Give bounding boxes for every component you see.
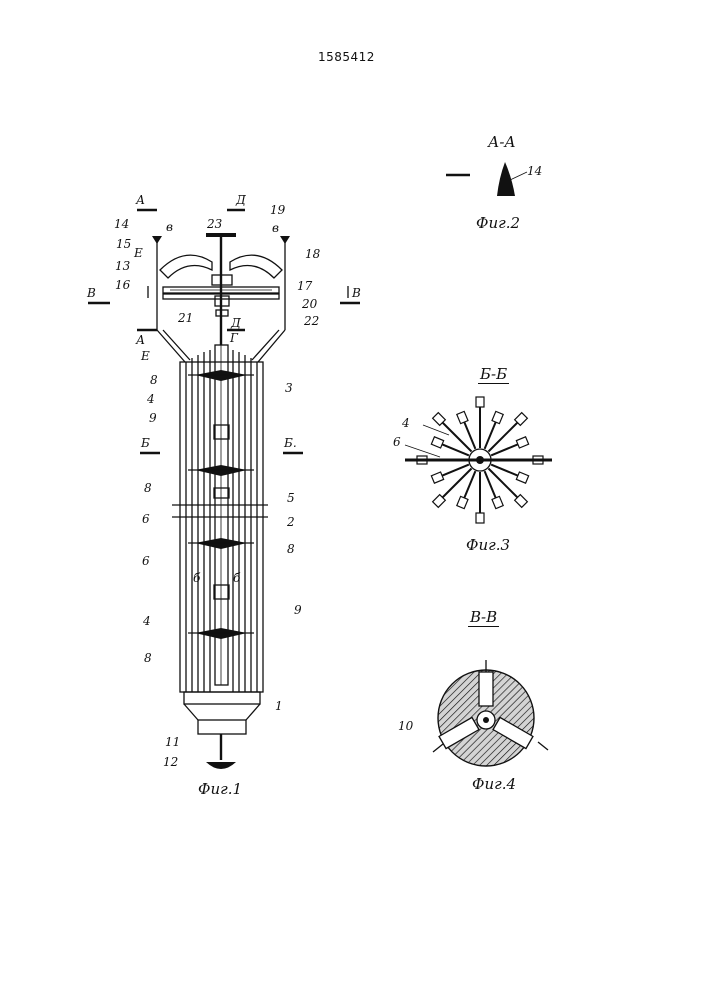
fig3-nozzle: [431, 472, 443, 483]
fig4-section-title: В-В: [468, 608, 499, 626]
label-8b: 8: [144, 481, 152, 495]
label-8a: 8: [150, 373, 158, 387]
fig3-nozzle: [457, 411, 468, 423]
figure-4-drawing: 10: [398, 660, 548, 766]
label-15: 15: [116, 237, 131, 251]
bottom-assembly: [184, 692, 260, 769]
section-mark-b-left: Б: [140, 436, 150, 450]
label-22: 22: [303, 314, 319, 328]
label-4a: 4: [146, 392, 155, 406]
label-17: 17: [297, 279, 313, 293]
label-13: 13: [115, 259, 131, 273]
label-3: 3: [285, 381, 293, 395]
section-mark-a-bottom: А: [135, 333, 145, 347]
fig3-nozzle: [431, 437, 443, 448]
fig3-nozzle: [516, 472, 528, 483]
label-16: 16: [115, 278, 131, 292]
label-6a: 6: [142, 512, 150, 526]
section-mark-b-right: Б.: [283, 436, 297, 450]
fig3-nozzle: [492, 411, 503, 423]
label-12: 12: [163, 755, 178, 769]
fig3-label-6: 6: [393, 435, 401, 449]
fig3-spoke: [488, 419, 521, 452]
label-8c: 8: [287, 542, 295, 556]
label-23: 23: [206, 217, 223, 231]
fig3-spoke: [488, 468, 521, 501]
figure-3-drawing: 4 6: [393, 397, 552, 523]
fig3-nozzle: [516, 437, 528, 448]
label-2: 2: [286, 515, 295, 529]
fig3-spoke: [439, 468, 472, 501]
label-8d: 8: [144, 651, 152, 665]
label-14: 14: [114, 217, 129, 231]
fig3-nozzle: [476, 397, 484, 407]
label-6b: 6: [142, 554, 150, 568]
section-mark-inner-right: б: [233, 571, 241, 585]
upper-hood: [152, 233, 290, 362]
label-9a: 9: [149, 411, 157, 425]
section-mark-d-bottom: Д: [230, 316, 241, 330]
fig2-caption: Фиг.2: [476, 214, 520, 232]
label-20: 20: [301, 297, 318, 311]
section-mark-inner-left: б: [193, 571, 201, 585]
fig2-section-title: А-А: [488, 133, 516, 151]
label-21: 21: [177, 311, 193, 325]
section-mark-v-right: В: [351, 286, 361, 300]
fig1-caption: Фиг.1: [198, 780, 242, 798]
label-5: 5: [287, 491, 295, 505]
section-mark-d-top: Д: [235, 193, 246, 207]
section-mark-v-left: В: [86, 286, 96, 300]
fig3-caption: Фиг.3: [466, 536, 510, 554]
section-mark-e-top: Е: [133, 246, 143, 260]
fig4-label-10: 10: [398, 719, 414, 733]
fig2-label-14: 14: [527, 164, 542, 178]
fig3-nozzle: [457, 496, 468, 508]
section-mark-v-small-right: в: [272, 221, 279, 235]
section-mark-e-bottom: Е: [140, 349, 150, 363]
fig4-caption: Фиг.4: [472, 775, 516, 793]
section-mark-v-small-left: в: [166, 220, 173, 234]
label-9b: 9: [294, 603, 302, 617]
label-1: 1: [275, 699, 283, 713]
section-mark-a-top: А: [135, 193, 145, 207]
label-11: 11: [165, 735, 180, 749]
tube-bundle: [172, 345, 268, 692]
label-19: 19: [270, 203, 286, 217]
fig3-nozzle: [492, 496, 503, 508]
label-4b: 4: [142, 614, 151, 628]
fig3-spoke: [439, 419, 472, 452]
fig3-label-4: 4: [401, 416, 410, 430]
label-18: 18: [305, 247, 321, 261]
fig3-section-title: Б-Б: [478, 365, 509, 383]
fig4-arm-top: [479, 672, 493, 706]
section-mark-g: Г: [229, 331, 239, 345]
fig3-nozzle: [476, 513, 484, 523]
figure-2-drawing: 14: [446, 162, 542, 196]
